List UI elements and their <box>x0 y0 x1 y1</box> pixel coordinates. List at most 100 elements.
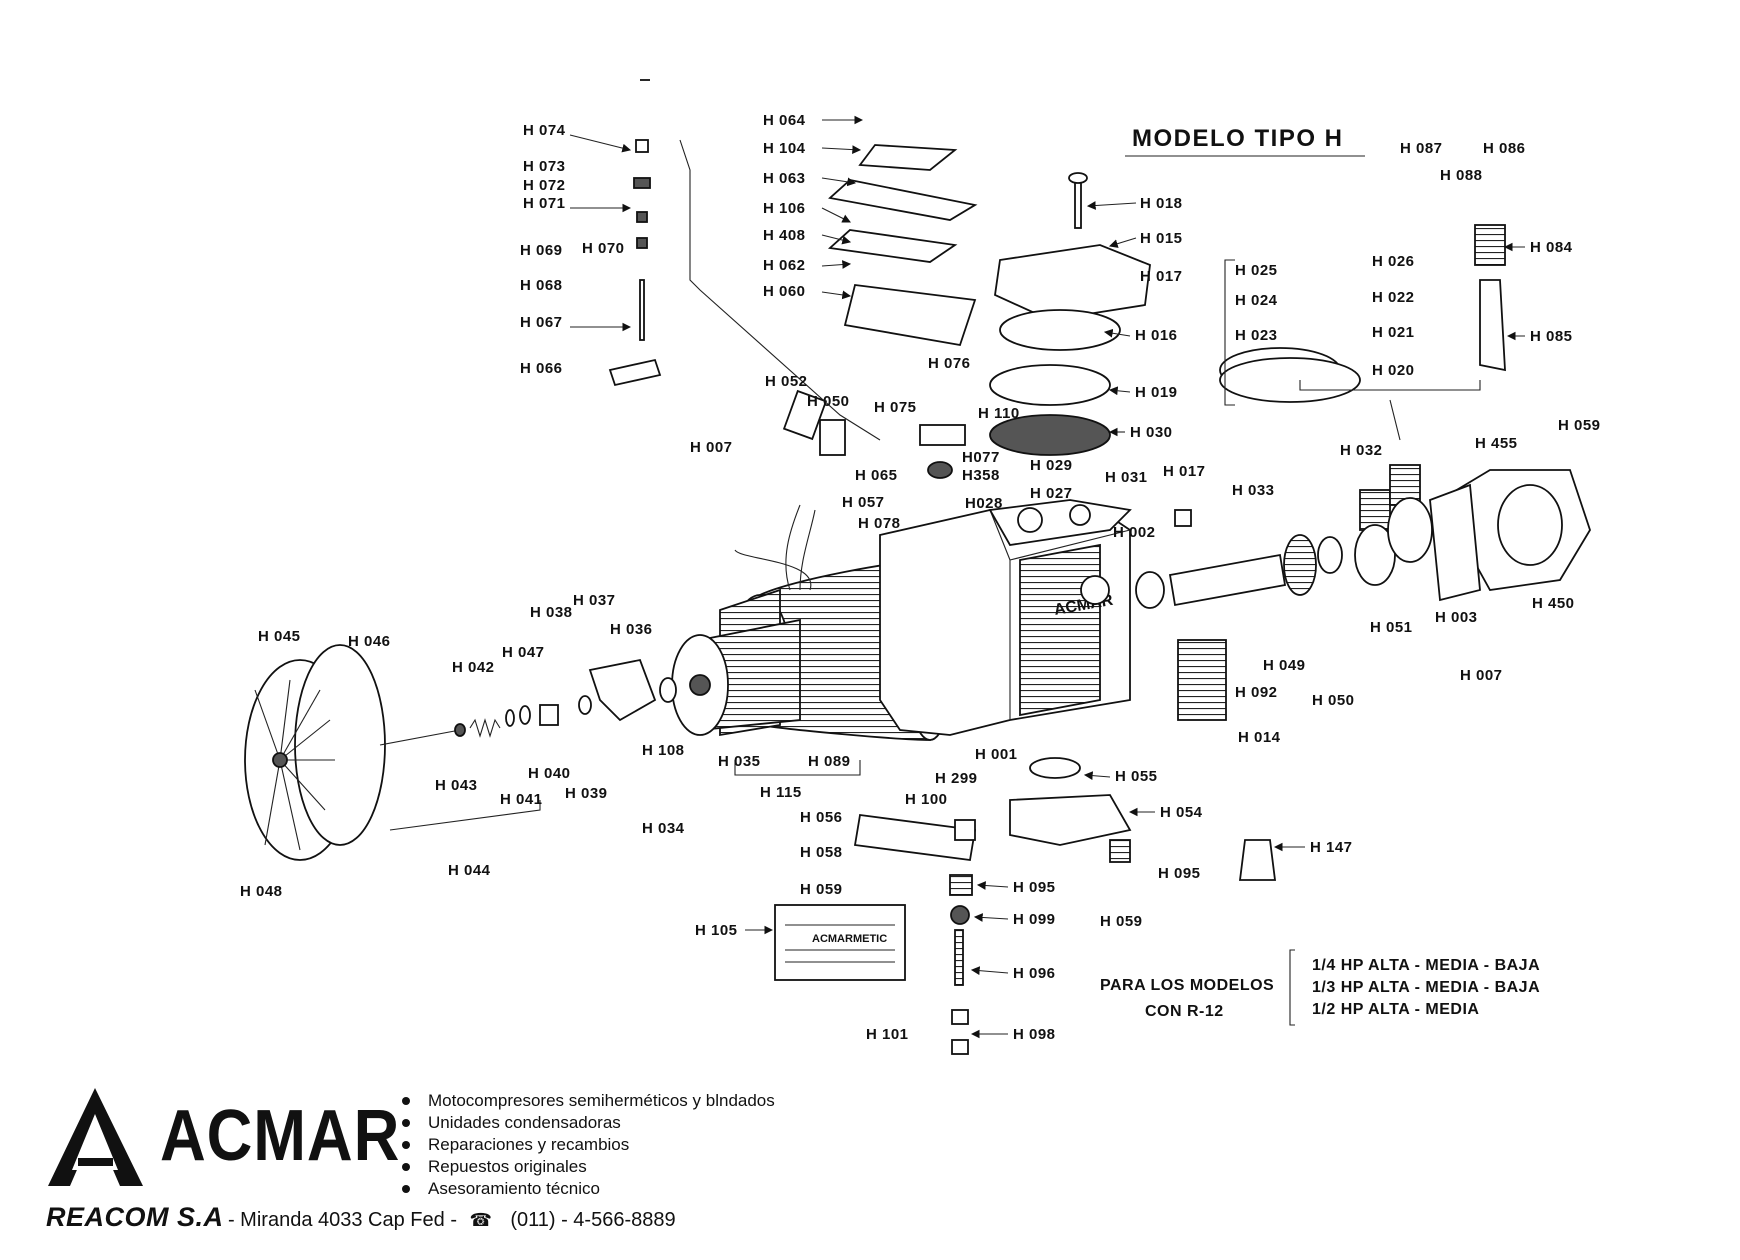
label-h040: H 040 <box>528 765 571 782</box>
label-h026: H 026 <box>1372 253 1415 270</box>
label-h002: H 002 <box>1113 524 1156 541</box>
label-h076: H 076 <box>928 355 971 372</box>
service-item: Asesoramiento técnico <box>400 1178 775 1200</box>
label-h044: H 044 <box>448 862 491 879</box>
mounting-parts <box>853 757 1277 1055</box>
label-h064: H 064 <box>763 112 806 129</box>
label-h075: H 075 <box>874 399 917 416</box>
label-h035: H 035 <box>718 753 761 770</box>
acmar-logo-icon <box>48 1088 143 1186</box>
part-labels: H 074 H 073 H 072 H 071 H 069 H 070 H 06… <box>240 112 1601 1043</box>
telephone-icon: ☎ <box>469 1210 492 1230</box>
label-h065: H 065 <box>855 467 898 484</box>
label-h037: H 037 <box>573 592 616 609</box>
label-h047: H 047 <box>502 644 545 661</box>
nameplate-brand: ACMARMETIC <box>812 933 887 945</box>
label-h024: H 024 <box>1235 292 1278 309</box>
label-h021: H 021 <box>1372 324 1415 341</box>
phone-number: (011) - 4-566-8889 <box>510 1209 676 1231</box>
services-list: Motocompresores semiherméticos y blndado… <box>400 1090 775 1200</box>
label-h027: H 027 <box>1030 485 1073 502</box>
label-h068: H 068 <box>520 277 563 294</box>
label-h017a: H 017 <box>1140 268 1183 285</box>
label-h016: H 016 <box>1135 327 1178 344</box>
service-item: Unidades condensadoras <box>400 1112 775 1134</box>
label-h018: H 018 <box>1140 195 1183 212</box>
wiring-decal-part <box>1177 639 1227 721</box>
spring-washer-set <box>454 695 592 738</box>
label-h048: H 048 <box>240 883 283 900</box>
label-h020: H 020 <box>1372 362 1415 379</box>
label-h073: H 073 <box>523 158 566 175</box>
cylinder-head-stack <box>989 172 1341 456</box>
label-h086: H 086 <box>1483 140 1526 157</box>
wire-leads <box>734 504 816 591</box>
label-h115: H 115 <box>760 784 802 801</box>
terminal-box-stack <box>827 144 978 347</box>
model-item-1: 1/4 HP ALTA - MEDIA - BAJA <box>1312 957 1540 974</box>
label-h062: H 062 <box>763 257 806 274</box>
label-h030: H 030 <box>1130 424 1173 441</box>
label-h078: H 078 <box>858 515 901 532</box>
label-h052: H 052 <box>765 373 808 390</box>
model-item-2: 1/3 HP ALTA - MEDIA - BAJA <box>1312 979 1540 996</box>
label-h095b: H 095 <box>1158 865 1201 882</box>
label-h070: H 070 <box>582 240 625 257</box>
label-h455: H 455 <box>1475 435 1518 452</box>
diagram-title: MODELO TIPO H <box>1132 125 1344 152</box>
models-heading-1: PARA LOS MODELOS <box>1100 977 1274 994</box>
label-h042: H 042 <box>452 659 495 676</box>
shaft-key-part <box>659 677 677 703</box>
label-h025: H 025 <box>1235 262 1278 279</box>
company-name: REACOM S.A <box>46 1202 224 1232</box>
label-h408: H 408 <box>763 227 806 244</box>
company-footer: ACMAR Motocompresores semiherméticos y b… <box>0 1070 900 1250</box>
label-h077: H077 <box>962 449 1000 466</box>
shroud-stud-part <box>379 729 461 746</box>
bearing-housing-part <box>1429 469 1591 602</box>
label-h050b: H 050 <box>1312 692 1355 709</box>
label-h100: H 100 <box>905 791 948 808</box>
models-heading-2: CON R-12 <box>1145 1003 1224 1020</box>
label-h098: H 098 <box>1013 1026 1056 1043</box>
model-item-3: 1/2 HP ALTA - MEDIA <box>1312 1001 1479 1018</box>
label-h299: H 299 <box>935 770 978 787</box>
label-h084: H 084 <box>1530 239 1573 256</box>
label-h096: H 096 <box>1013 965 1056 982</box>
label-h074: H 074 <box>523 122 566 139</box>
rotor-part <box>671 618 801 736</box>
label-h050a: H 050 <box>807 393 850 410</box>
label-h088: H 088 <box>1440 167 1483 184</box>
label-h017b: H 017 <box>1163 463 1206 480</box>
label-h031: H 031 <box>1105 469 1148 486</box>
label-h106: H 106 <box>763 200 806 217</box>
label-h450: H 450 <box>1532 595 1575 612</box>
label-h099: H 099 <box>1013 911 1056 928</box>
label-h108: H 108 <box>642 742 685 759</box>
crankcase-body-part: ACMAR <box>879 499 1132 736</box>
label-h089: H 089 <box>808 753 851 770</box>
label-h110: H 110 <box>978 405 1020 422</box>
address-text: - Miranda 4033 Cap Fed - <box>227 1209 457 1231</box>
label-h034: H 034 <box>642 820 685 837</box>
label-h014: H 014 <box>1238 729 1281 746</box>
label-h059a: H 059 <box>1558 417 1601 434</box>
nameplate-part: ACMARMETIC <box>774 904 906 981</box>
label-h358: H358 <box>962 467 1000 484</box>
label-h019: H 019 <box>1135 384 1178 401</box>
label-h028: H028 <box>965 495 1003 512</box>
label-h043: H 043 <box>435 777 478 794</box>
label-h066: H 066 <box>520 360 563 377</box>
model-applicability: PARA LOS MODELOS CON R-12 1/4 HP ALTA - … <box>1100 957 1540 1020</box>
label-h001: H 001 <box>975 746 1018 763</box>
logo-wordmark: ACMAR <box>160 1096 401 1176</box>
label-h069: H 069 <box>520 242 563 259</box>
label-h007a: H 007 <box>690 439 733 456</box>
fan-shroud-part <box>244 644 386 861</box>
label-h023: H 023 <box>1235 327 1278 344</box>
label-h059b: H 059 <box>800 881 843 898</box>
label-h067: H 067 <box>520 314 563 331</box>
label-h087: H 087 <box>1400 140 1443 157</box>
label-h085: H 085 <box>1530 328 1573 345</box>
label-h054: H 054 <box>1160 804 1203 821</box>
